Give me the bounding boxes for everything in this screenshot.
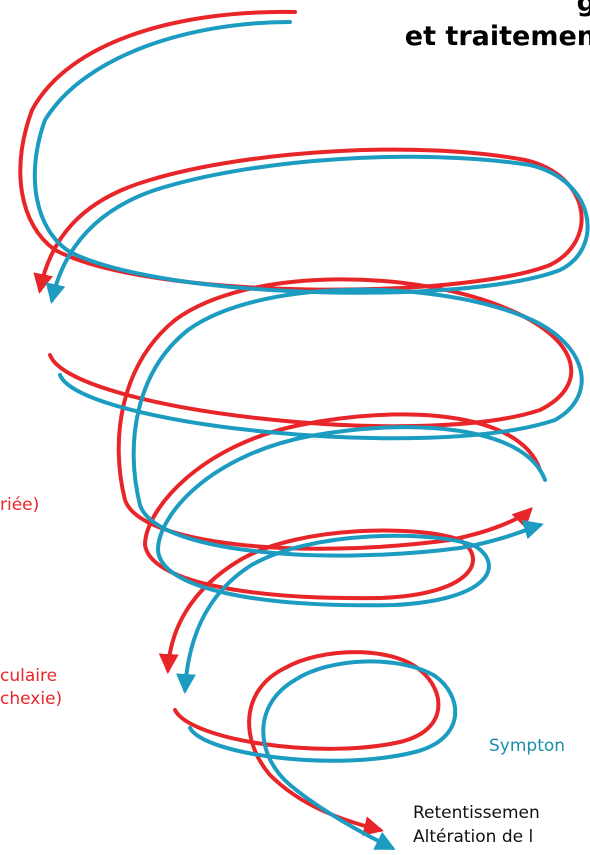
red-spiral-bottom-segment xyxy=(173,650,441,836)
teal-spiral-bottom-segment xyxy=(188,659,458,850)
red-spiral-top-segment xyxy=(18,9,584,294)
label-left-bottom-2: chexie) xyxy=(0,689,63,709)
teal-spiral-top-segment xyxy=(32,20,590,304)
red-spiral-lower-segment xyxy=(142,412,542,674)
teal-spiral-middle-segment xyxy=(58,287,584,558)
teal-spiral-lower-segment xyxy=(155,425,547,694)
title-line-2: et traitemen xyxy=(404,21,590,52)
title-line-1: g xyxy=(576,0,590,18)
red-spiral-middle-segment xyxy=(48,277,574,551)
label-bottom-2: Altération de l xyxy=(413,827,534,847)
slide-title: g et traitemen xyxy=(405,0,590,54)
red-spiral xyxy=(18,9,584,836)
label-bottom-1: Retentissemen xyxy=(413,803,540,823)
label-left-top: riée) xyxy=(0,495,40,515)
label-left-bottom-1: culaire xyxy=(0,666,58,686)
teal-spiral xyxy=(32,20,590,850)
label-right-symptom: Sympton xyxy=(489,736,566,756)
